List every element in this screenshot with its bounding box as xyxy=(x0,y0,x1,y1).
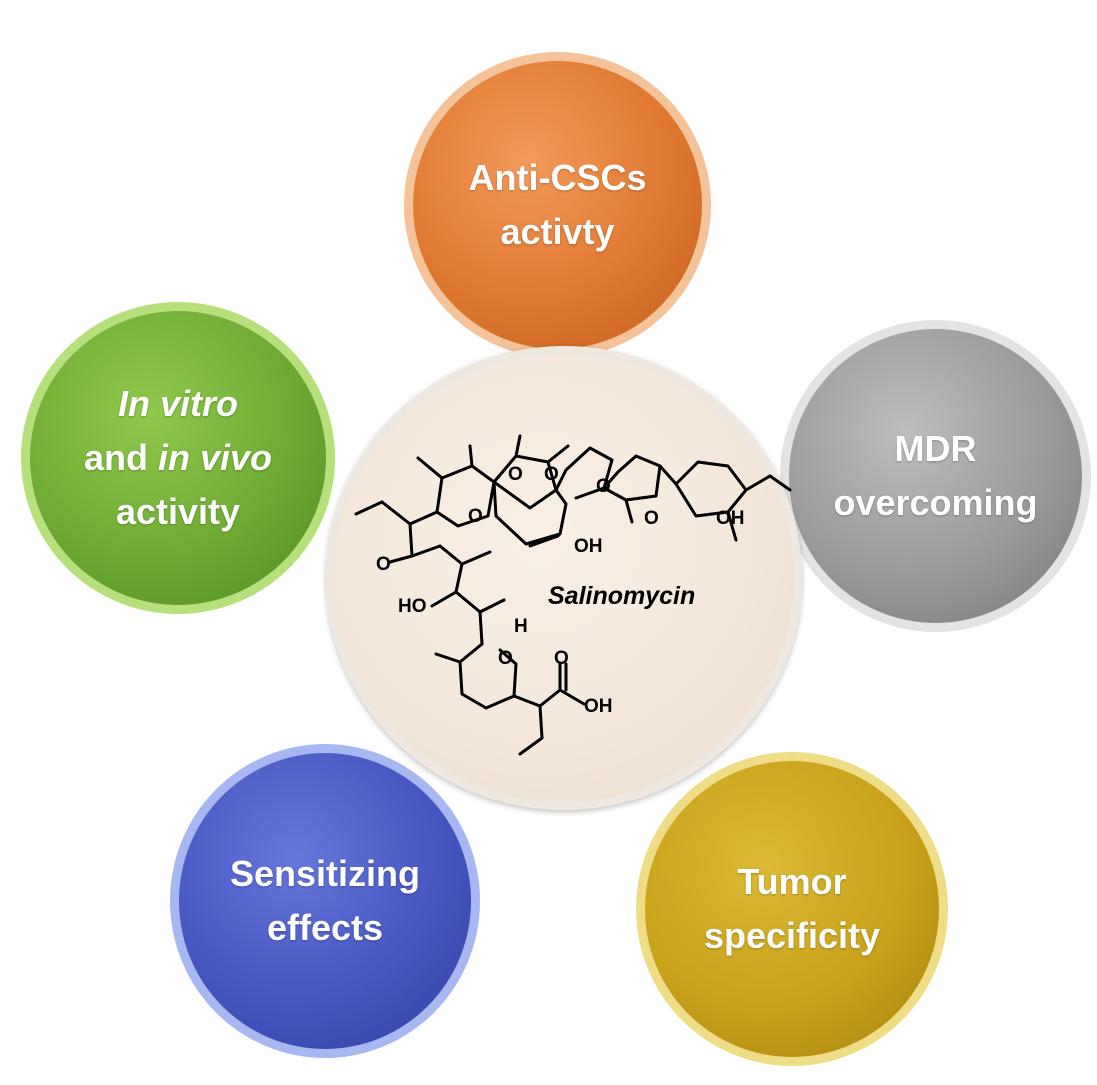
bubble-in-vitro-line2: and in vivo xyxy=(83,437,273,478)
bubble-in-vitro-line1: In vitro xyxy=(117,383,238,424)
atom-o-5: O xyxy=(644,508,659,529)
bubble-sensitizing-line2: effects xyxy=(266,907,384,948)
atom-ketone-o: O xyxy=(376,554,391,575)
bubble-in-vitro-line3: activity xyxy=(115,491,241,532)
atom-acid-oh: OH xyxy=(584,696,613,717)
atom-acid-o: O xyxy=(554,648,569,669)
atom-h: H xyxy=(514,616,528,637)
atom-o-2: O xyxy=(508,464,523,485)
center-molecule-circle xyxy=(326,346,802,810)
atom-o-ring: O xyxy=(498,648,513,669)
bubble-tumor-specificity: Tumor specificity xyxy=(636,752,948,1066)
bubble-mdr-line2: overcoming xyxy=(833,482,1038,523)
atom-o-3: O xyxy=(544,464,559,485)
atom-o-4: O xyxy=(596,476,611,497)
bubble-sensitizing-line1: Sensitizing xyxy=(229,853,421,894)
atom-oh-center: OH xyxy=(574,536,603,557)
bubble-sensitizing-effects: Sensitizing effects xyxy=(170,744,480,1058)
atom-oh-right: OH xyxy=(716,508,745,529)
bubble-anti-cscs-activity: Anti-CSCs activty xyxy=(404,52,711,358)
bubble-anti-cscs-line2: activty xyxy=(500,211,615,252)
bubble-mdr-overcoming: MDR overcoming xyxy=(780,320,1091,632)
atom-ho-left: HO xyxy=(398,596,427,617)
bubble-anti-cscs-line1: Anti-CSCs xyxy=(468,157,647,198)
bubble-in-vitro-in-vivo-activity: In vitro and in vivo activity xyxy=(21,302,335,614)
bubble-mdr-line1: MDR xyxy=(894,428,977,469)
bubble-tumor-line1: Tumor xyxy=(737,861,847,902)
compound-name-label: Salinomycin xyxy=(548,582,695,610)
atom-o-1: O xyxy=(468,506,483,527)
bubble-tumor-line2: specificity xyxy=(703,915,881,956)
